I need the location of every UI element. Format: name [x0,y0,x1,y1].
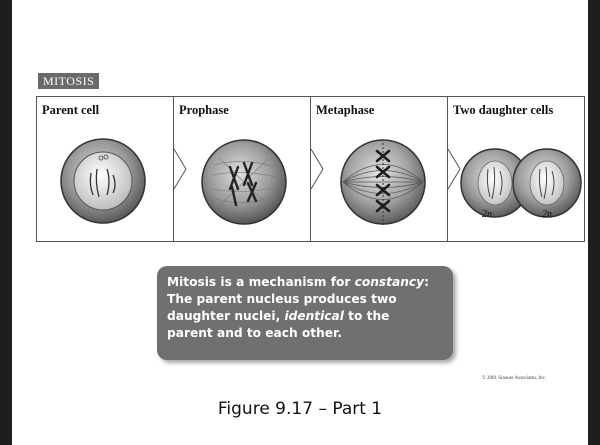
stage-label-prophase: Prophase [179,103,229,117]
slide: MITOSIS Parent cell [12,0,588,445]
callout-line-1: Mitosis is a mechanism for constancy: [167,275,429,289]
parent-cell-illustration [60,138,146,224]
stage-panel-parent-cell: Parent cell [36,96,174,242]
daughter-cells-illustration [448,148,582,218]
callout-box: Mitosis is a mechanism for constancy: Th… [157,266,453,360]
stage-label-daughter-cells: Two daughter cells [453,103,554,117]
callout-line-3: daughter nuclei, identical to the [167,309,390,323]
daughter-cell-ploidy-right: 2n [542,209,552,220]
figure-caption: Figure 9.17 – Part 1 [217,399,383,419]
stage-panel-prophase: Prophase [173,96,311,242]
daughter-cell-ploidy-left: 2n [482,209,492,220]
stage-label-parent-cell: Parent cell [42,103,100,117]
stage-panel-metaphase: Metaphase [310,96,448,242]
mitosis-tag: MITOSIS [38,73,100,89]
callout-line-4: parent and to each other. [167,326,342,340]
copyright-notice: © 2001 Sinauer Associates, Inc. [482,376,547,381]
stage-label-metaphase: Metaphase [316,103,375,117]
callout-line-2: The parent nucleus produces two [167,292,397,306]
metaphase-illustration [311,139,426,225]
prophase-illustration [174,139,287,225]
stage-panel-daughter-cells: Two daughter cells 2n 2n [447,96,585,242]
